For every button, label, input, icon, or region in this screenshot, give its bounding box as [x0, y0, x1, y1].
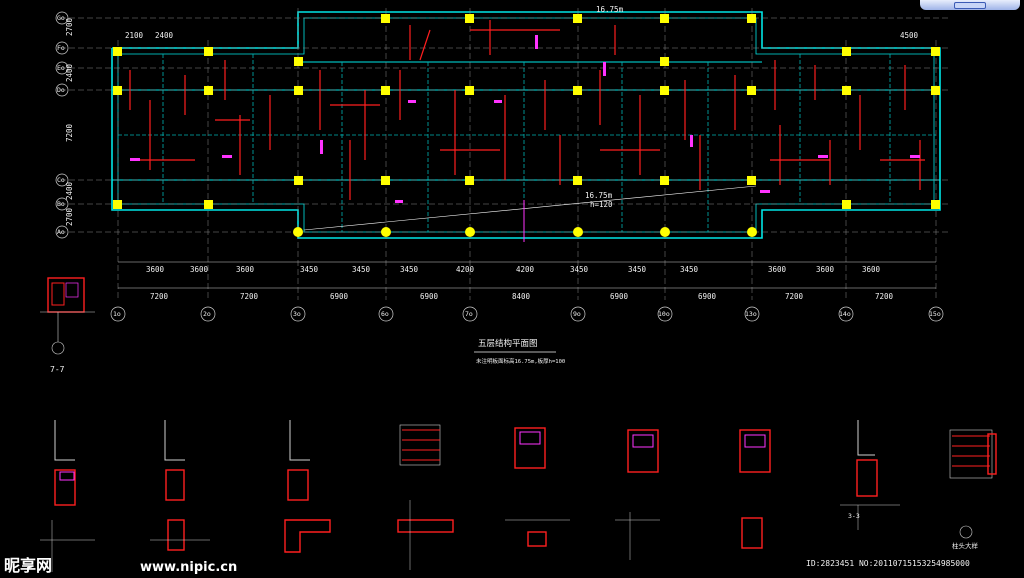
top-dim: 4500: [900, 31, 919, 40]
row-label: Fo: [57, 44, 65, 52]
columns: [113, 14, 940, 209]
section-label-3-3: 3-3: [848, 512, 860, 520]
slab-elevation: 16.75m: [585, 191, 613, 200]
detail-2: [150, 420, 210, 551]
axis-dim: 6900: [610, 292, 629, 301]
axis-label: 3o: [293, 310, 301, 318]
axis-dim: 8400: [512, 292, 531, 301]
bay-dim: 3600: [146, 265, 165, 274]
row-label: Co: [57, 176, 65, 184]
detail-3: [284, 420, 331, 553]
axis-label: 14o: [839, 310, 851, 318]
badge-icon: [954, 2, 986, 9]
drawing-title: 五层结构平面图: [478, 338, 538, 349]
bay-dim: 3600: [816, 265, 835, 274]
bay-dim: 3600: [768, 265, 787, 274]
detail-1: [40, 420, 95, 572]
row-label: Do: [57, 86, 65, 94]
bay-dim: 3450: [628, 265, 647, 274]
bay-dim: 4200: [516, 265, 535, 274]
bay-dim: 3450: [400, 265, 419, 274]
axis-label: 6o: [381, 310, 389, 318]
slab-diagonal: [303, 185, 757, 231]
bottom-dim-chain: [118, 261, 936, 289]
row-dim: 2400: [65, 181, 74, 200]
axis-dim: 7200: [150, 292, 169, 301]
bay-dim: 3600: [236, 265, 255, 274]
slab-thickness: h=120: [590, 200, 613, 209]
detail-9: [949, 429, 997, 539]
row-label: Eo: [57, 64, 65, 72]
axis-label: 9o: [573, 310, 581, 318]
rebar-lines: [129, 20, 925, 200]
watermark-brand: 昵享网: [4, 556, 52, 575]
beams: [118, 54, 936, 232]
axis-label: 13o: [745, 310, 757, 318]
detail-4: [397, 424, 454, 570]
drawing-note: 未注明板面标高16.75m,板厚h=100: [476, 357, 565, 365]
axis-dim: 6900: [330, 292, 349, 301]
column-axis-bubbles: [110, 306, 944, 322]
bay-dim: 3600: [190, 265, 209, 274]
detail-7: [739, 429, 771, 549]
round-columns: [293, 227, 757, 237]
detail-sections: [40, 420, 997, 572]
section-label-7-7: 7-7: [50, 365, 65, 374]
row-label: Go: [57, 14, 65, 22]
axis-dim: 6900: [420, 292, 439, 301]
row-dim: 2400: [65, 63, 74, 82]
bay-dim: 3450: [570, 265, 589, 274]
corner-badge[interactable]: [920, 0, 1020, 10]
bay-dim: 3600: [862, 265, 881, 274]
row-axis-bubbles: [55, 11, 69, 239]
watermark-site: www.nipic.cn: [140, 560, 237, 575]
detail-5: [505, 427, 570, 547]
bay-dim: 3450: [300, 265, 319, 274]
axis-dim: 7200: [785, 292, 804, 301]
row-label: Ao: [57, 228, 65, 236]
axis-label: 2o: [203, 310, 211, 318]
top-dim: 2100: [125, 31, 144, 40]
axis-dim: 6900: [698, 292, 717, 301]
axis-dim: 7200: [875, 292, 894, 301]
row-dim: 2700: [65, 207, 74, 226]
bay-dim: 3450: [352, 265, 371, 274]
bay-dim: 3450: [680, 265, 699, 274]
axis-label: 1o: [113, 310, 121, 318]
bay-dim: 4200: [456, 265, 475, 274]
row-label: Bo: [57, 200, 65, 208]
axis-label: 10o: [658, 310, 670, 318]
axis-label: 7o: [465, 310, 473, 318]
row-dim: 2700: [65, 17, 74, 36]
section-7-7: [40, 277, 95, 355]
row-dim: 7200: [65, 123, 74, 142]
detail-8: [840, 420, 900, 530]
rebar-labels: [130, 35, 920, 203]
detail-6: [615, 429, 660, 560]
axis-dim: 7200: [240, 292, 259, 301]
watermark-id: ID:2823451 NO:20110715153254985000: [806, 559, 970, 568]
top-dim: 2400: [155, 31, 174, 40]
row-dimensions: 2700 2400 7200 2400 2700: [65, 17, 74, 226]
section-label-column-head: 柱头大样: [952, 541, 979, 550]
top-elevation: 16.75m: [596, 5, 624, 14]
axis-label: 15o: [929, 310, 941, 318]
